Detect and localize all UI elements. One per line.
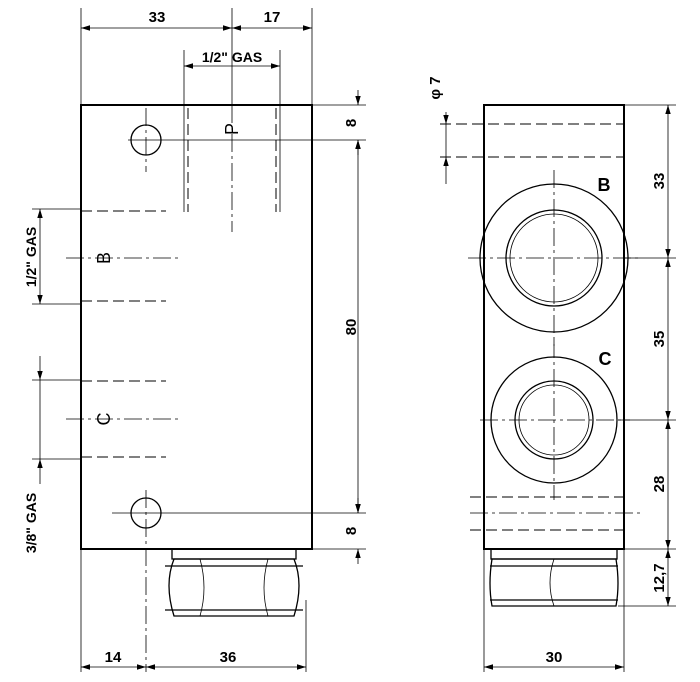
side-port-b-label: B bbox=[598, 175, 611, 195]
front-body bbox=[80, 104, 313, 550]
dim-bottom-left: 14 bbox=[105, 649, 122, 666]
thread-top-label: 1/2" GAS bbox=[202, 49, 262, 65]
thread-left-lower-label: 3/8" GAS bbox=[23, 493, 39, 553]
port-c-front-label: C bbox=[94, 413, 114, 426]
dim-side-bottom: 30 bbox=[546, 649, 563, 666]
dim-top-right: 17 bbox=[264, 9, 281, 26]
front-hex-nut bbox=[165, 548, 303, 617]
port-p-label: P bbox=[222, 123, 242, 135]
dim-top-left: 33 bbox=[149, 9, 166, 26]
thread-left-upper-label: 1/2" GAS bbox=[23, 227, 39, 287]
front-view: 33 17 1/2" GAS P 8 80 8 1/2" GAS bbox=[23, 8, 366, 672]
port-b-front-label: B bbox=[94, 252, 114, 264]
dim-side-r3: 28 bbox=[651, 476, 668, 493]
dim-side-r1: 33 bbox=[651, 173, 668, 190]
side-view: φ 7 B C bbox=[427, 76, 676, 672]
dim-right-top: 8 bbox=[343, 119, 360, 127]
dim-right-bot: 8 bbox=[343, 527, 360, 535]
dim-side-r2: 35 bbox=[651, 331, 668, 348]
dia-label: φ 7 bbox=[427, 76, 444, 99]
side-hex-nut bbox=[489, 548, 619, 607]
dim-side-r4: 12,7 bbox=[651, 563, 668, 592]
side-port-c-label: C bbox=[599, 349, 612, 369]
dim-bottom-right: 36 bbox=[220, 649, 237, 666]
dim-right-mid: 80 bbox=[343, 319, 360, 336]
